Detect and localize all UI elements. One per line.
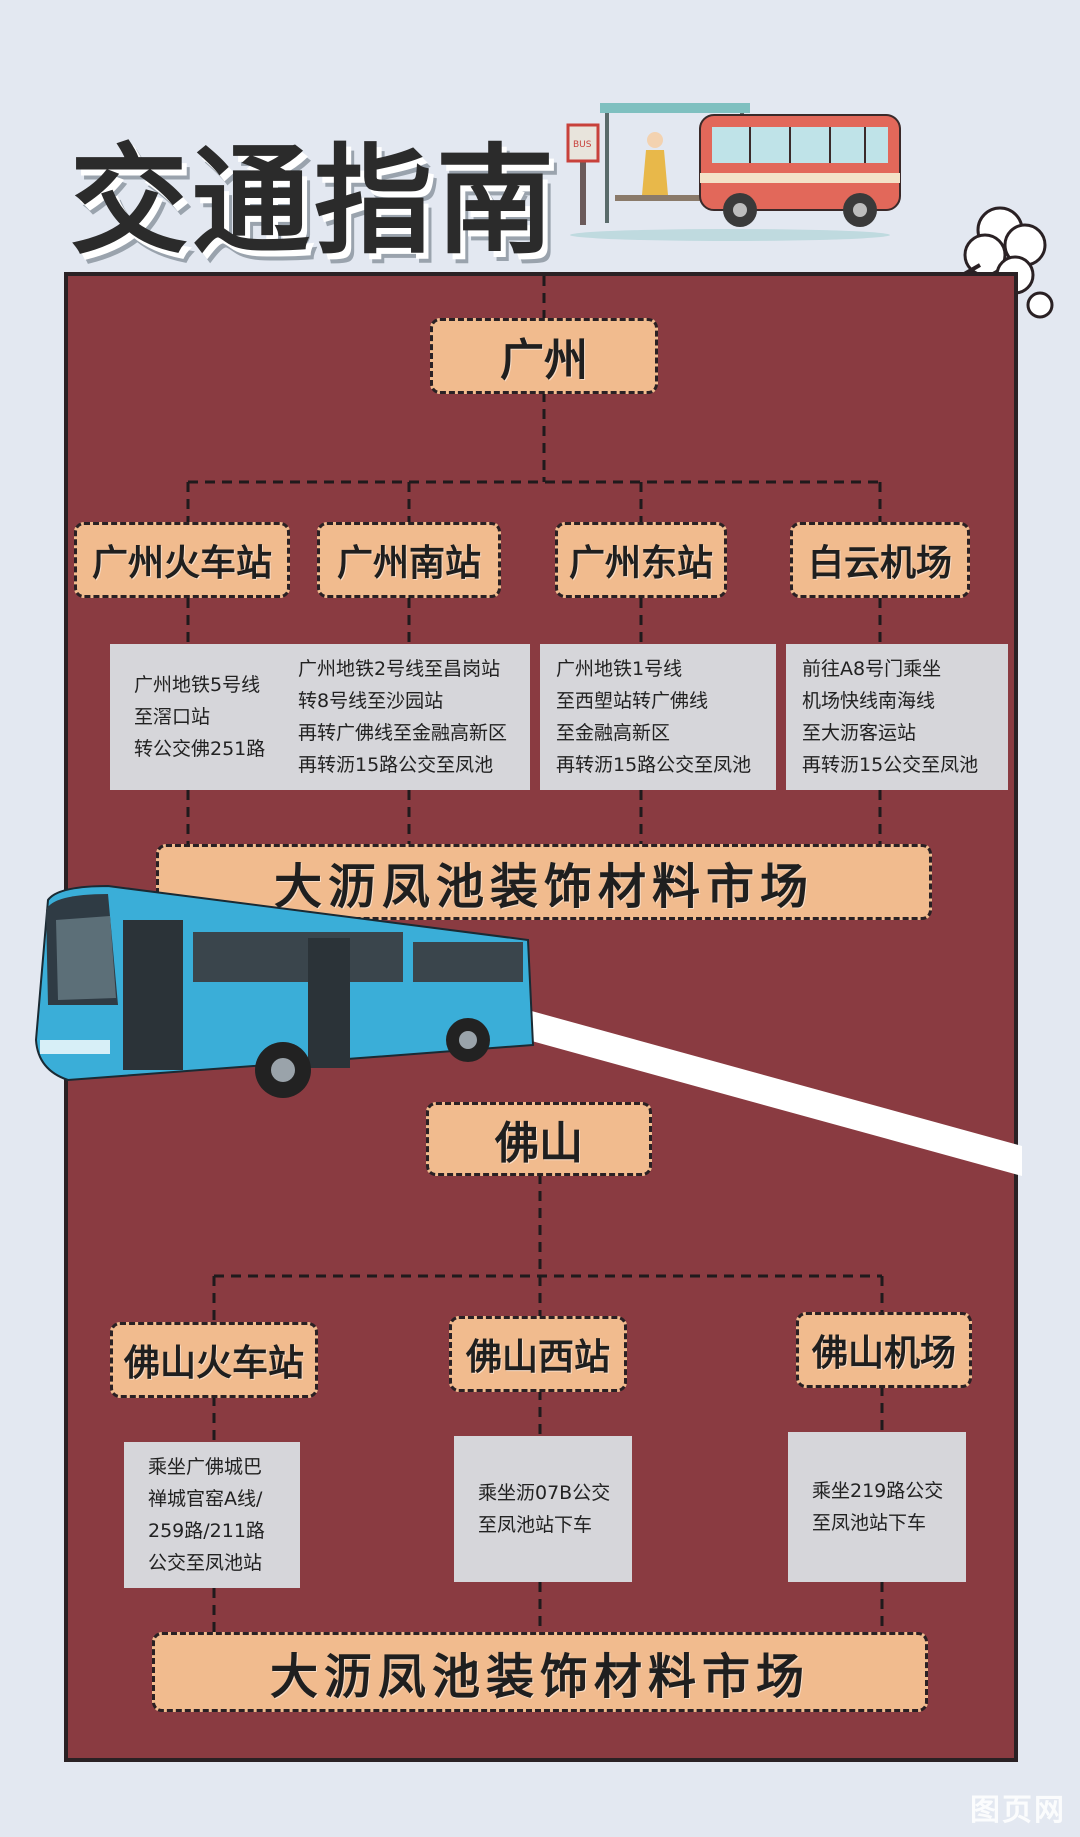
route-line: 至金融高新区 [556,722,671,744]
route-line: 至凤池站下车 [812,1512,927,1534]
station-foshan-railway: 佛山火车站 [110,1322,318,1398]
route-line: 转公交佛251路 [134,738,266,760]
route-line: 再转沥15公交至凤池 [802,754,979,776]
station-guangzhou-south: 广州南站 [317,522,501,598]
watermark: 图页网 [970,1793,1066,1828]
route-guangzhou-railway: 广州地铁5号线 至滘口站 转公交佛251路 [110,644,284,790]
route-line: 至西塱站转广佛线 [556,690,709,712]
destination-guangzhou: 大沥凤池装饰材料市场 [156,844,932,920]
destination-foshan: 大沥凤池装饰材料市场 [152,1632,928,1712]
station-foshan-west: 佛山西站 [449,1316,627,1392]
route-line: 转8号线至沙园站 [298,690,444,712]
shelter-roof [600,103,750,113]
person-icon [647,132,663,148]
station-guangzhou-railway: 广州火车站 [74,522,290,598]
bus-stop-sign-icon [566,123,600,163]
route-line: 广州地铁1号线 [556,658,683,680]
route-line: 至滘口站 [134,706,211,728]
route-panel: 广州 广州火车站 广州南站 广州东站 白云机场 广州地铁5号线 至滘口站 转公交… [64,272,1022,1762]
route-line: 禅城官窑A线/ [148,1488,263,1510]
hub-guangzhou-label: 广州 [500,335,588,386]
route-line: 前往A8号门乘坐 [802,658,942,680]
station-label: 佛山机场 [811,1333,956,1374]
bus-stop-sign-label: BUS [573,140,592,150]
station-label: 广州东站 [568,543,713,584]
station-baiyun-airport: 白云机场 [790,522,970,598]
route-foshan-railway: 乘坐广佛城巴 禅城官窑A线/ 259路/211路 公交至凤池站 [124,1442,300,1588]
route-line: 再转广佛线至金融高新区 [298,722,508,744]
route-line: 再转沥15路公交至凤池 [556,754,752,776]
hub-foshan: 佛山 [426,1102,652,1176]
route-line: 公交至凤池站 [148,1552,263,1574]
route-line: 再转沥15路公交至凤池 [298,754,494,776]
station-label: 广州火车站 [91,543,272,584]
page-title: 交通指南 [70,132,559,270]
destination-label: 大沥凤池装饰材料市场 [273,859,814,915]
station-label: 广州南站 [336,543,481,584]
station-label: 佛山火车站 [123,1343,304,1384]
blue-bus-illustration [34,884,535,1098]
station-label: 佛山西站 [465,1337,610,1378]
station-label: 白云机场 [807,543,952,584]
route-line: 乘坐沥07B公交 [478,1482,611,1504]
hub-foshan-label: 佛山 [495,1118,583,1169]
route-line: 259路/211路 [148,1520,265,1542]
station-guangzhou-east: 广州东站 [555,522,727,598]
route-guangzhou-south: 广州地铁2号线至昌岗站 转8号线至沙园站 再转广佛线至金融高新区 再转沥15路公… [282,644,530,790]
route-line: 至大沥客运站 [802,722,917,744]
route-baiyun-airport: 前往A8号门乘坐 机场快线南海线 至大沥客运站 再转沥15公交至凤池 [786,644,1008,790]
route-line: 乘坐广佛城巴 [148,1456,263,1478]
route-line: 乘坐219路公交 [812,1480,944,1502]
route-foshan-west: 乘坐沥07B公交 至凤池站下车 [454,1436,632,1582]
destination-label: 大沥凤池装饰材料市场 [269,1649,810,1705]
route-foshan-airport: 乘坐219路公交 至凤池站下车 [788,1432,966,1582]
route-guangzhou-east: 广州地铁1号线 至西塱站转广佛线 至金融高新区 再转沥15路公交至凤池 [540,644,776,790]
route-line: 广州地铁2号线至昌岗站 [298,658,501,680]
sign-pole [580,125,586,225]
hub-guangzhou: 广州 [430,318,658,394]
bus-stop-illustration: BUS [566,103,901,241]
route-line: 广州地铁5号线 [134,674,261,696]
route-line: 至凤池站下车 [478,1514,593,1536]
route-line: 机场快线南海线 [802,690,936,712]
station-foshan-airport: 佛山机场 [796,1312,972,1388]
